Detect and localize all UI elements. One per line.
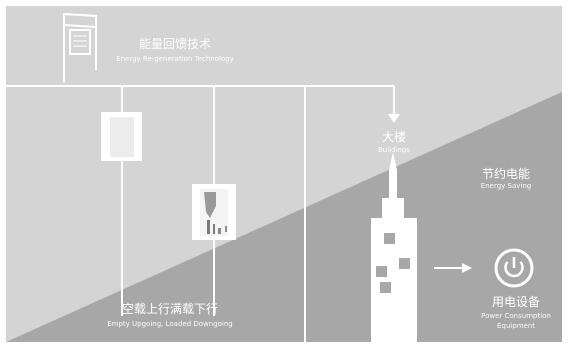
elevator-caption: 空载上行满载下行: [121, 302, 218, 316]
elevator-loaded-icon: [192, 184, 236, 240]
buildings-subtitle: Buildings: [377, 146, 411, 154]
regen-title: 能量回馈技术: [138, 37, 211, 51]
power-button-icon: [494, 248, 534, 288]
saving-title: 节约电能: [481, 167, 530, 181]
down-arrow-icon: [388, 114, 400, 123]
connection-lines: [6, 85, 395, 342]
skyscraper-icon: [371, 152, 417, 342]
equipment-subtitle-line1: Power Consumption: [481, 312, 551, 320]
regen-subtitle: Energy Re-generation Technology: [116, 55, 234, 63]
diagonal-shade: [6, 92, 562, 342]
buildings-title: 大楼: [381, 130, 406, 144]
saving-subtitle: Energy Saving: [480, 182, 532, 190]
elevator-caption-en: Empty Upgoing, Loaded Downgoing: [107, 320, 233, 328]
right-arrow-icon: [434, 263, 472, 273]
elevator-empty-icon: [101, 112, 142, 161]
equipment-subtitle-line2: Equipment: [497, 322, 535, 330]
equipment-title: 用电设备: [491, 295, 540, 309]
regen-device-icon: [63, 12, 97, 83]
